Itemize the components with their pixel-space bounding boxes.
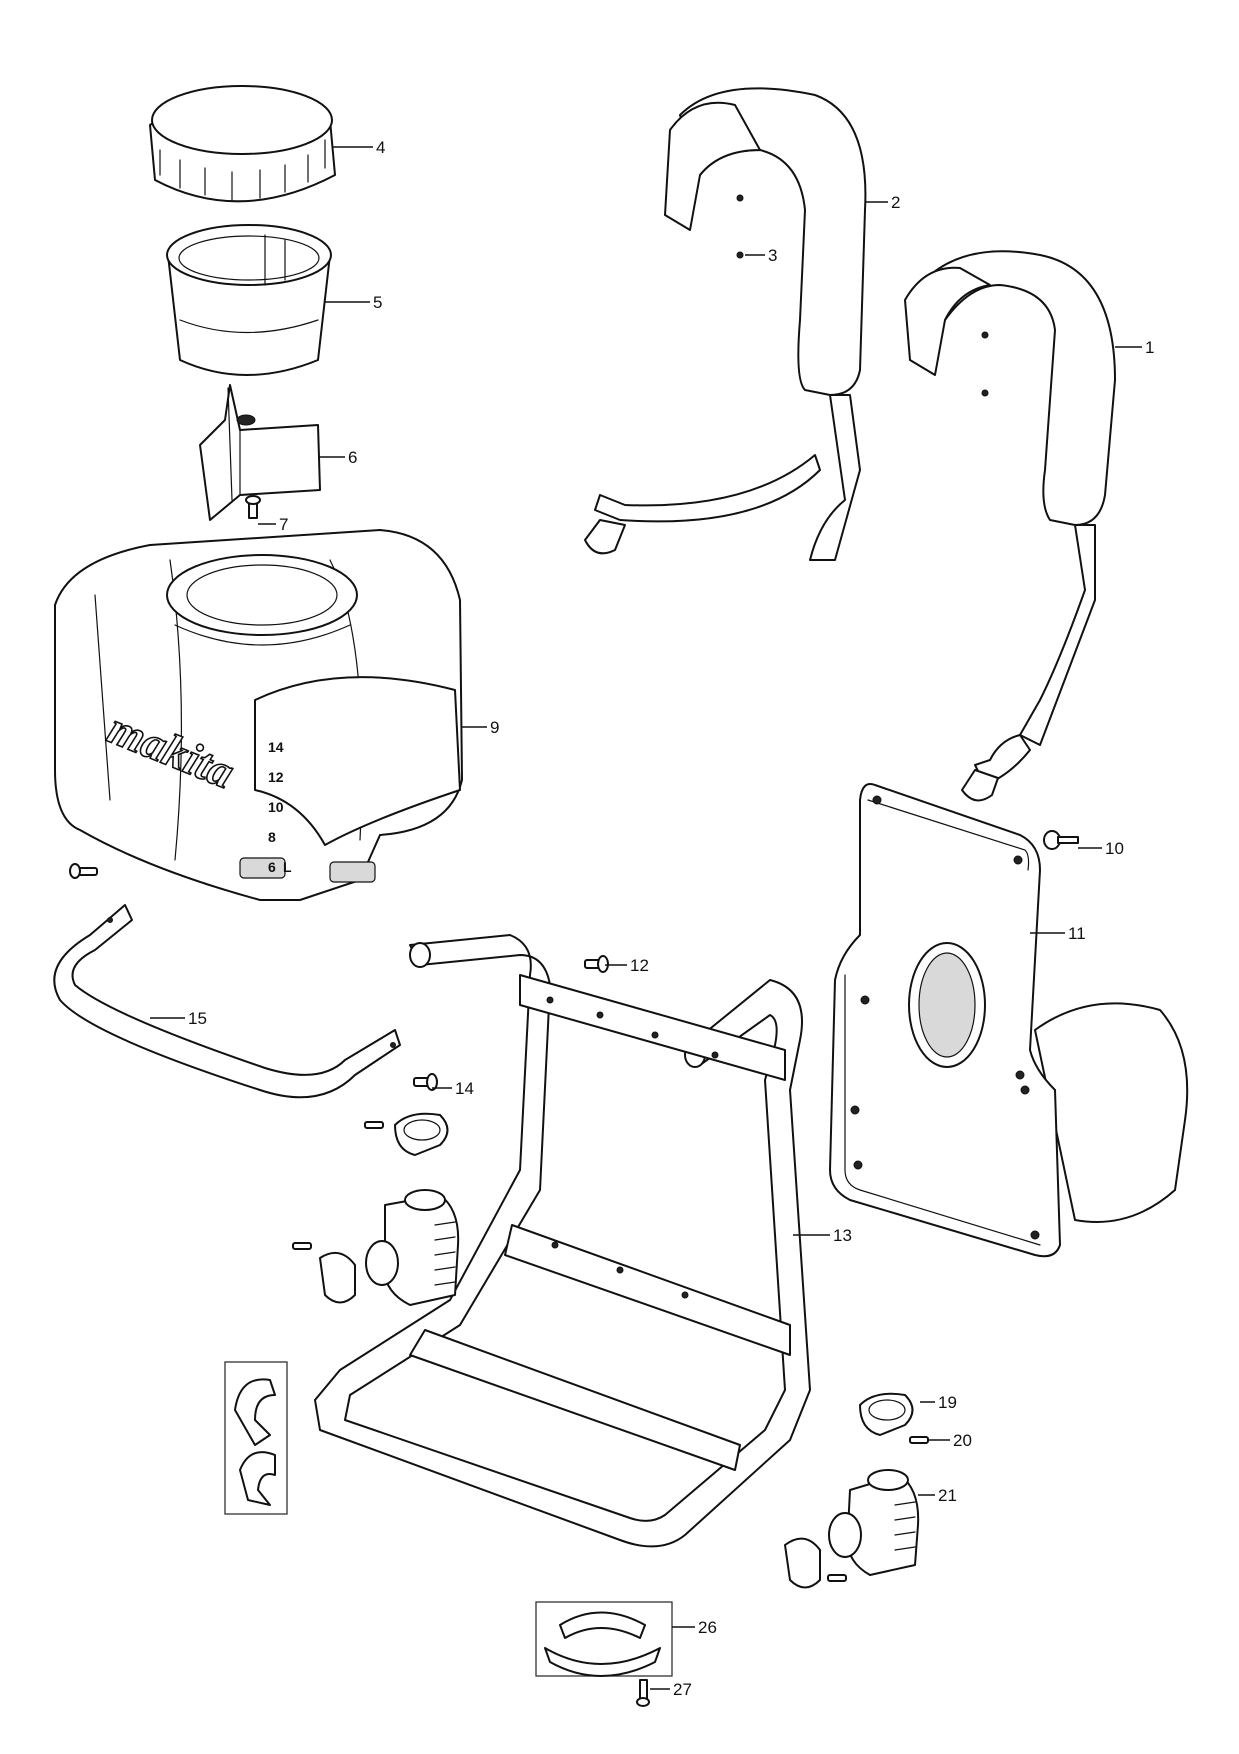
push-rivet-10-part xyxy=(1043,830,1079,850)
callout-7: 7 xyxy=(279,515,288,534)
hose-clamp-lower-right-part xyxy=(784,1537,821,1589)
screw-top-left-part xyxy=(69,863,98,879)
shoulder-strap-right-part xyxy=(904,250,1116,802)
callout-21: 21 xyxy=(938,1486,957,1505)
bolt-14-part xyxy=(413,1073,438,1091)
callout-10: 10 xyxy=(1105,839,1124,858)
svg-text:L: L xyxy=(283,859,292,875)
screw-7-part xyxy=(245,495,261,519)
svg-text:6: 6 xyxy=(268,859,276,875)
callout-14: 14 xyxy=(455,1079,474,1098)
callout-9: 9 xyxy=(490,718,499,737)
hose-clamp-lower-left-part xyxy=(319,1251,356,1304)
nozzle-holder-left-part xyxy=(365,1189,460,1306)
callout-labels: 1 2 3 4 5 6 7 9 10 11 12 13 14 15 19 20 … xyxy=(188,138,1154,1699)
callout-2: 2 xyxy=(891,193,900,212)
callout-4: 4 xyxy=(376,138,385,157)
hose-clamp-upper-left-part xyxy=(394,1112,449,1156)
back-pad-part xyxy=(829,783,1189,1258)
svg-text:8: 8 xyxy=(268,829,276,845)
callout-19: 19 xyxy=(938,1393,957,1412)
tank-part: makita 14 12 10 8 6 L xyxy=(54,529,463,901)
callout-11: 11 xyxy=(1068,924,1086,943)
screw-20-part xyxy=(909,1436,929,1444)
callout-3: 3 xyxy=(768,246,777,265)
callout-5: 5 xyxy=(373,293,382,312)
leader-lines xyxy=(150,146,1142,1690)
svg-text:14: 14 xyxy=(268,739,284,755)
callout-1: 1 xyxy=(1145,338,1154,357)
support-bar-part xyxy=(53,904,401,1099)
nozzle-holder-21-part xyxy=(828,1469,920,1576)
bolt-12-part xyxy=(584,955,609,973)
screw-left-2-part xyxy=(292,1242,312,1250)
callout-12: 12 xyxy=(630,956,649,975)
elbow-pieces-26-part xyxy=(535,1601,673,1677)
callout-27: 27 xyxy=(673,1680,692,1699)
callout-26: 26 xyxy=(698,1618,717,1637)
carrying-frame-part xyxy=(314,934,811,1548)
shoulder-strap-left-part xyxy=(584,87,867,561)
screw-left-1-part xyxy=(364,1121,384,1129)
screw-right-lower-part xyxy=(827,1574,847,1582)
tank-fill-scale: 14 12 10 8 6 L xyxy=(268,739,292,875)
svg-text:12: 12 xyxy=(268,769,284,785)
hose-clamp-19-part xyxy=(859,1392,914,1436)
svg-text:10: 10 xyxy=(268,799,284,815)
elbow-pieces-left-part xyxy=(224,1361,288,1515)
screw-27-part xyxy=(636,1679,650,1707)
callout-20: 20 xyxy=(953,1431,972,1450)
agitator-paddle-part xyxy=(199,384,321,521)
callout-15: 15 xyxy=(188,1009,207,1028)
strainer-basket-part xyxy=(166,224,332,376)
tank-cap-part xyxy=(149,85,336,203)
callout-13: 13 xyxy=(833,1226,852,1245)
callout-6: 6 xyxy=(348,448,357,467)
